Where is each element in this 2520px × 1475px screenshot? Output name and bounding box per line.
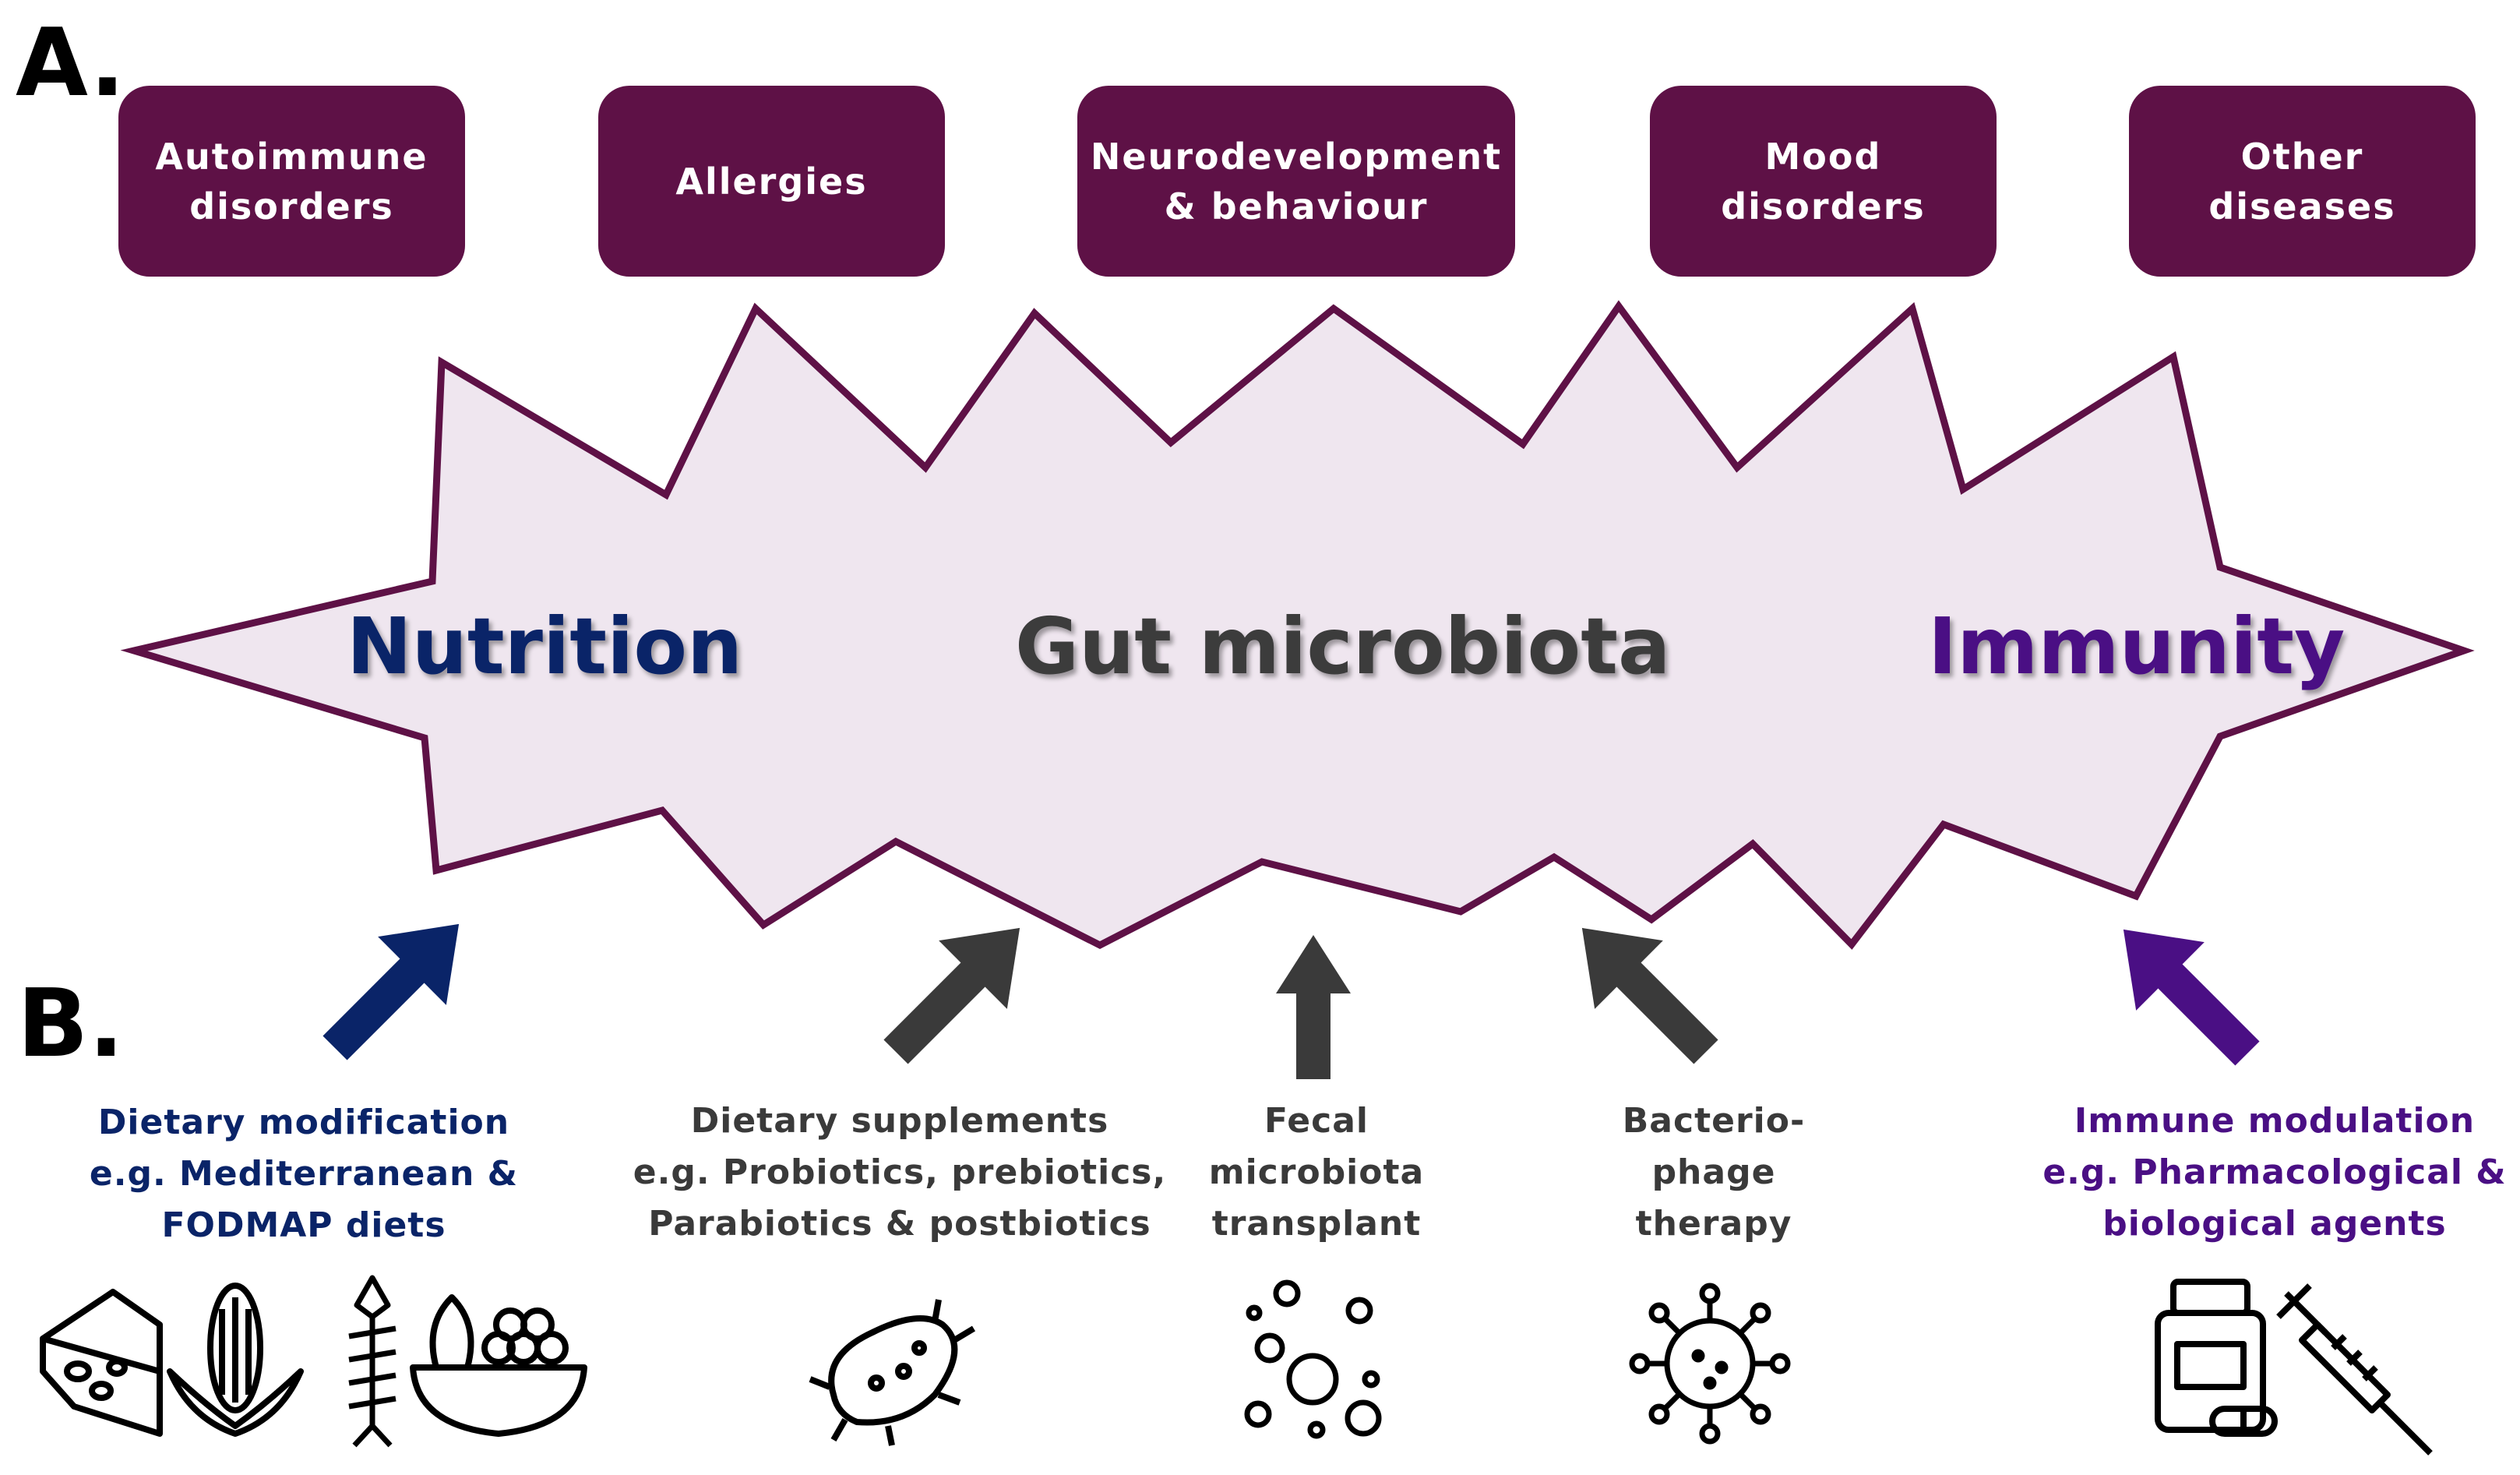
fish-bone-icon (348, 1275, 397, 1448)
disease-box-mood: Mood disorders (1650, 86, 1997, 277)
caption-dietary-modification: Dietary modification e.g. Mediterranean … (89, 1103, 519, 1245)
immunity-label: Immunity (1928, 601, 2346, 692)
bubbles-icon (1244, 1279, 1382, 1439)
arrow-dietary-supplements (883, 927, 1020, 1064)
arrow-fecal-transplant (1276, 935, 1351, 1079)
bacterium-icon (809, 1299, 976, 1446)
gut-microbiota-label: Gut microbiota (1015, 601, 1671, 692)
panel-label-b: B. (17, 970, 125, 1078)
disease-box-neurodevelopment: Neurodevelopment & behaviour (1077, 86, 1515, 277)
pill-bottle-icon (2155, 1279, 2278, 1437)
panel-label-a: A. (16, 9, 125, 118)
arrow-immune-modulation (2123, 929, 2260, 1066)
fruit-bowl-icon (410, 1294, 587, 1437)
caption-immune-modulation: Immune modulation e.g. Pharmacological &… (2042, 1101, 2507, 1244)
caption-bacteriophage: Bacterio- phage therapy (1622, 1101, 1806, 1244)
disease-box-autoimmune: Autoimmune disorders (118, 86, 465, 277)
nutrition-label: Nutrition (347, 601, 743, 692)
disease-box-allergies: Allergies (598, 86, 945, 277)
corn-icon (167, 1283, 304, 1437)
virus-icon (1629, 1283, 1791, 1445)
arrow-bacteriophage (1581, 927, 1718, 1064)
burst-shape (120, 300, 2475, 950)
cheese-icon (40, 1289, 163, 1437)
caption-fecal-transplant: Fecal microbiota transplant (1208, 1101, 1425, 1244)
caption-dietary-supplements: Dietary supplements e.g. Probiotics, pre… (633, 1101, 1167, 1244)
disease-box-other: Other diseases (2129, 86, 2476, 277)
arrow-dietary-modification (322, 923, 460, 1060)
syringe-icon (2276, 1283, 2433, 1456)
